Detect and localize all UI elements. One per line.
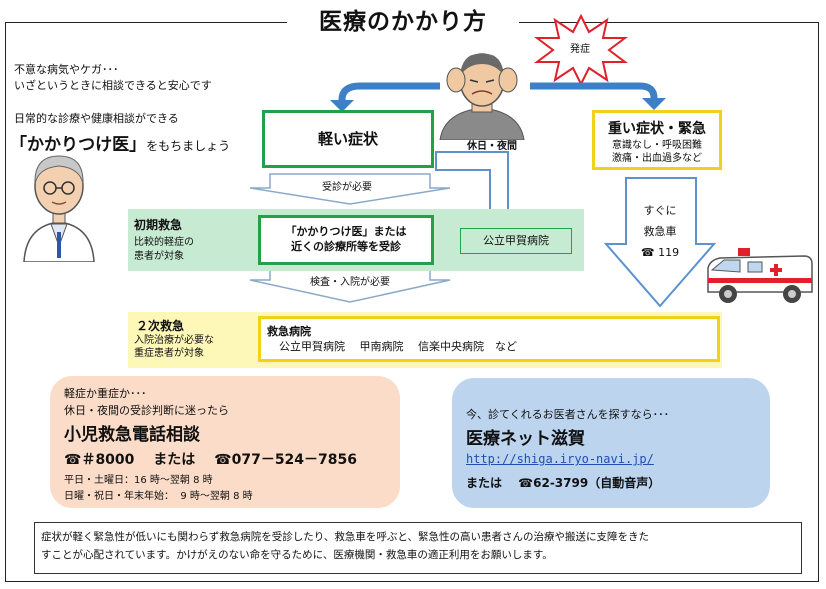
initial-emergency-desc-1: 比較的軽症の [134, 237, 194, 248]
ambulance-phone-119: ☎ 119 [640, 246, 680, 259]
family-doctor-line-1: 「かかりつけ医」または [285, 225, 407, 238]
child-panel-hours-1: 平日・土曜日：16 時～翌朝 8 時 [64, 475, 213, 486]
patient-illustration [439, 53, 525, 140]
arrow-to-mild [338, 82, 440, 101]
severe-symptoms-box: 重い症状・緊急 意識なし・呼吸困難 激痛・出血過多など [592, 110, 722, 170]
severe-symptoms-label: 重い症状・緊急 [608, 121, 706, 137]
onset-label: 発症 [570, 44, 590, 55]
footer-line-2: すことが心配されています。かけがえのない命を守るために、医療機関・救急車の適正利… [41, 549, 553, 561]
arrow-head-mild [330, 100, 354, 112]
intro-emphasis: 「かかりつけ医」をもちましょう [10, 130, 230, 155]
child-panel-phone: ☎＃8000 または ☎077－524－7856 [64, 452, 358, 468]
footer-notice-box: 症状が軽く緊急性が低いにも関わらず救急病院を受診したり、救急車を呼ぶと、緊急性の… [34, 522, 802, 574]
holiday-night-label: 休日・夜間 [467, 141, 517, 152]
intro-line-1: 不意な病気やケガ･･･ [14, 63, 119, 76]
intro-line-3: 日常的な診療や健康相談ができる [14, 112, 179, 125]
arrow-head-severe [642, 98, 666, 110]
severe-sub-1: 意識なし・呼吸困難 [612, 140, 702, 151]
net-panel-phone: または ☎62-3799（自動音声） [466, 476, 661, 490]
initial-emergency-heading: 初期救急 [134, 218, 183, 232]
secondary-emergency-heading: ２次救急 [136, 319, 185, 333]
page-title: 医療のかかり方 [287, 4, 519, 40]
child-emergency-phone-panel [50, 376, 400, 508]
arrow-consult-needed [249, 173, 451, 205]
footer-line-1: 症状が軽く緊急性が低いにも関わらず救急病院を受診したり、救急車を呼ぶと、緊急性の… [41, 531, 649, 543]
net-panel-line-1: 今、診てくれるお医者さんを探すなら･･･ [466, 408, 670, 421]
child-panel-line-1: 軽症か重症か･･･ [64, 387, 147, 400]
ambulance-call-text: すぐに 救急車 ☎ 119 [638, 203, 682, 260]
arrow-to-severe [530, 82, 658, 99]
ambulance-illustration [707, 248, 813, 303]
mild-symptoms-box: 軽い症状 [262, 110, 434, 168]
emergency-hospitals-box: 救急病院 公立甲賀病院 甲南病院 信楽中央病院 など [258, 316, 720, 362]
ambulance-line-1: すぐに [643, 204, 677, 217]
intro-emphasis-suffix: をもちましょう [146, 139, 231, 153]
exam-needed-label: 検査・入院が必要 [310, 277, 390, 288]
initial-emergency-desc-2: 患者が対象 [134, 251, 184, 262]
secondary-emergency-desc-2: 重症患者が対象 [134, 348, 204, 359]
family-doctor-box: 「かかりつけ医」または 近くの診療所等を受診 [258, 215, 434, 265]
child-panel-title: 小児救急電話相談 [64, 425, 200, 445]
arrow-ambulance [603, 177, 717, 308]
family-doctor-line-2: 近くの診療所等を受診 [291, 240, 401, 253]
net-panel-url-link[interactable]: http://shiga.iryo-navi.jp/ [466, 452, 654, 466]
ambulance-siren [738, 248, 750, 256]
doctor-illustration [23, 155, 95, 262]
net-panel-title: 医療ネット滋賀 [466, 429, 585, 449]
secondary-emergency-desc-1: 入院治療が必要な [134, 335, 214, 346]
child-panel-line-2: 休日・夜間の受診判断に迷ったら [64, 404, 229, 417]
intro-line-2: いざというときに相談できると安心です [14, 79, 212, 92]
emergency-hospital-title: 救急病院 [267, 325, 311, 338]
ambulance-line-2: 救急車 [643, 225, 677, 238]
family-doctor-emphasis: 「かかりつけ医」 [10, 135, 147, 155]
consult-needed-label: 受診が必要 [322, 182, 372, 193]
severe-sub-2: 激痛・出血過多など [612, 153, 702, 164]
koka-hospital-box: 公立甲賀病院 [460, 228, 572, 254]
emergency-hospital-list: 公立甲賀病院 甲南病院 信楽中央病院 など [279, 340, 517, 353]
mild-symptoms-label: 軽い症状 [317, 130, 378, 148]
medical-net-panel [452, 378, 770, 508]
child-panel-hours-2: 日曜・祝日・年末年始： 9 時～翌朝 8 時 [64, 491, 253, 502]
koka-hospital-label: 公立甲賀病院 [483, 234, 549, 247]
